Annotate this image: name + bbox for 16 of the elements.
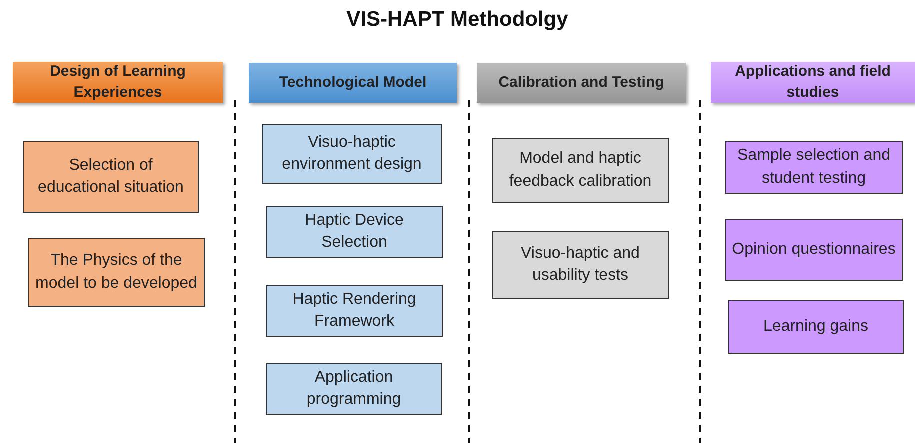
step-box: Visuo-haptic and usability tests — [492, 231, 669, 299]
step-box: Sample selection and student testing — [725, 141, 903, 194]
step-box: Haptic Rendering Framework — [266, 285, 443, 337]
column-header: Calibration and Testing — [477, 63, 686, 103]
step-box: Model and haptic feedback calibration — [492, 138, 669, 203]
column-header: Applications and field studies — [711, 62, 915, 103]
step-box: Selection of educational situation — [23, 141, 199, 213]
step-box: Application programming — [266, 363, 442, 415]
step-box: Haptic Device Selection — [266, 206, 443, 258]
diagram-title: VIS-HAPT Methodolgy — [346, 8, 570, 32]
step-box: The Physics of the model to be developed — [28, 238, 205, 307]
column-header: Design of Learning Experiences — [13, 62, 223, 103]
step-box: Learning gains — [728, 300, 904, 354]
step-box: Opinion questionnaires — [725, 219, 903, 281]
step-box: Visuo-haptic environment design — [262, 124, 442, 184]
column-header: Technological Model — [249, 63, 457, 103]
